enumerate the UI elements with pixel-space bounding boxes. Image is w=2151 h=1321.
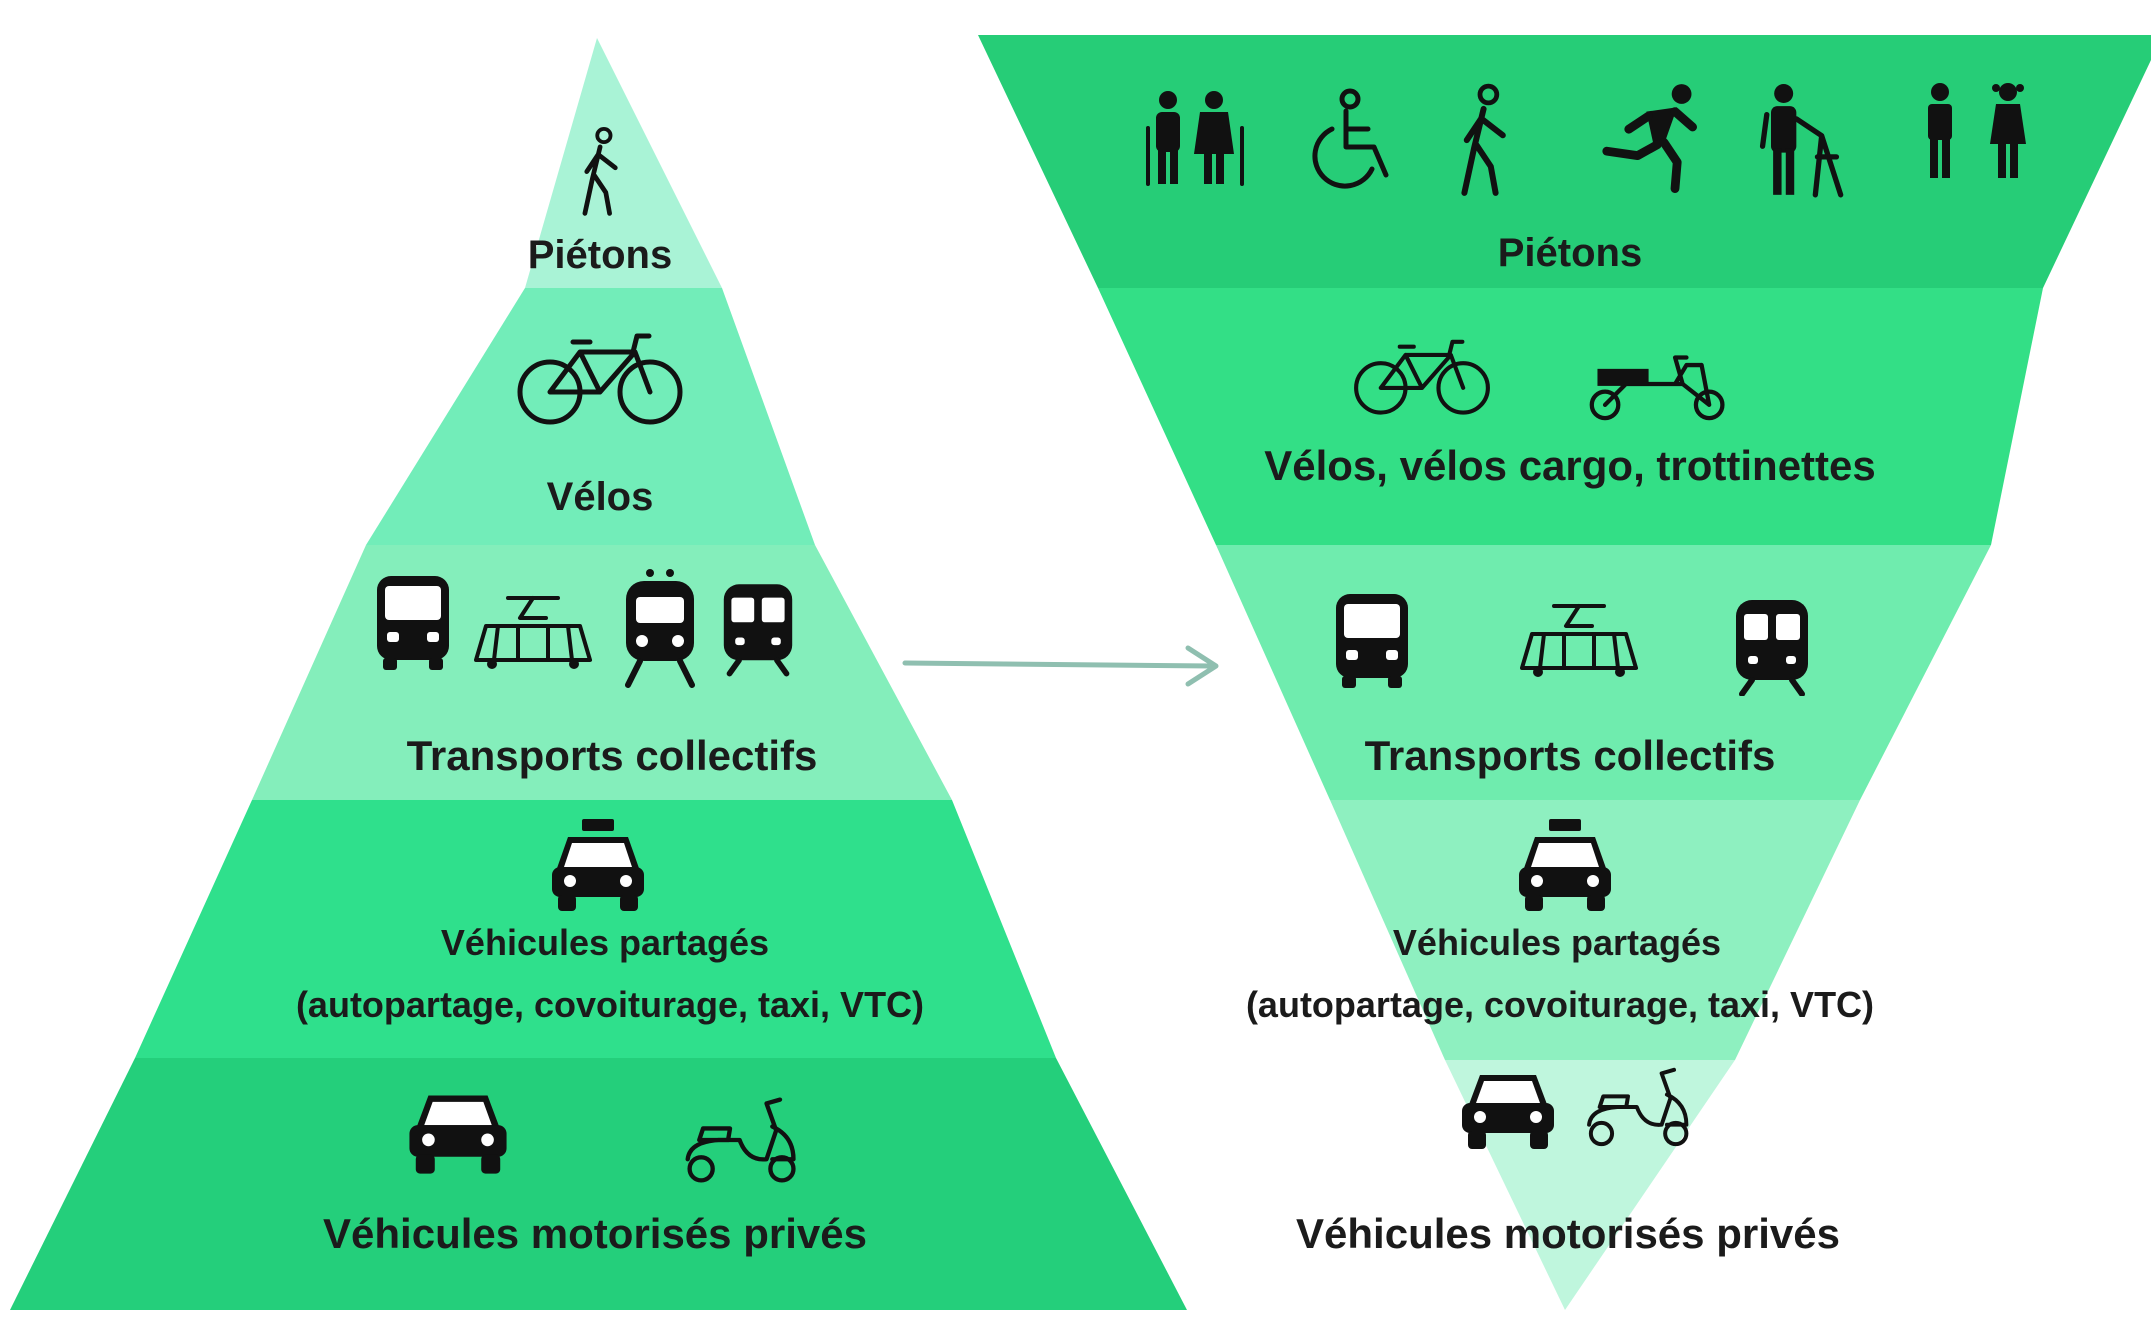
pyramid-level-4-label: Véhicules partagés (441, 922, 769, 963)
pyramid-level-1-label: Piétons (528, 233, 672, 277)
inverted-level-1-band (978, 35, 2151, 288)
inverted-level-2-label: Vélos, vélos cargo, trottinettes (1264, 442, 1876, 489)
inverted-level-4-sublabel: (autopartage, covoiturage, taxi, VTC) (1246, 984, 1874, 1025)
inverted-level-2-band (1098, 288, 2043, 545)
arrow-right-icon (902, 645, 1219, 687)
inverted-level-3-label: Transports collectifs (1365, 732, 1776, 779)
inverted-level-5-label: Véhicules motorisés privés (1296, 1210, 1840, 1257)
pyramid-level-3-label: Transports collectifs (407, 732, 818, 779)
inverted-pyramid: Piétons Vélos, vélos cargo, trottinettes… (978, 35, 2151, 1310)
pyramid: Piétons Vélos Transports collectifs Véhi… (10, 38, 1187, 1310)
pyramid-level-4-sublabel: (autopartage, covoiturage, taxi, VTC) (296, 984, 924, 1025)
inverted-level-1-label: Piétons (1498, 231, 1642, 275)
bus-icon (1336, 594, 1408, 688)
inverted-level-4-band (1330, 800, 1860, 1060)
pyramid-level-5-label: Véhicules motorisés privés (323, 1210, 867, 1257)
pyramid-level-5-band (10, 1058, 1187, 1310)
pyramid-level-2-band (366, 288, 815, 545)
bus-icon (377, 576, 449, 670)
pyramid-level-2-label: Vélos (547, 475, 654, 519)
pyramid-level-1-band (525, 38, 722, 288)
inverted-level-4-label: Véhicules partagés (1393, 922, 1721, 963)
pyramid-level-4-band (135, 800, 1056, 1058)
